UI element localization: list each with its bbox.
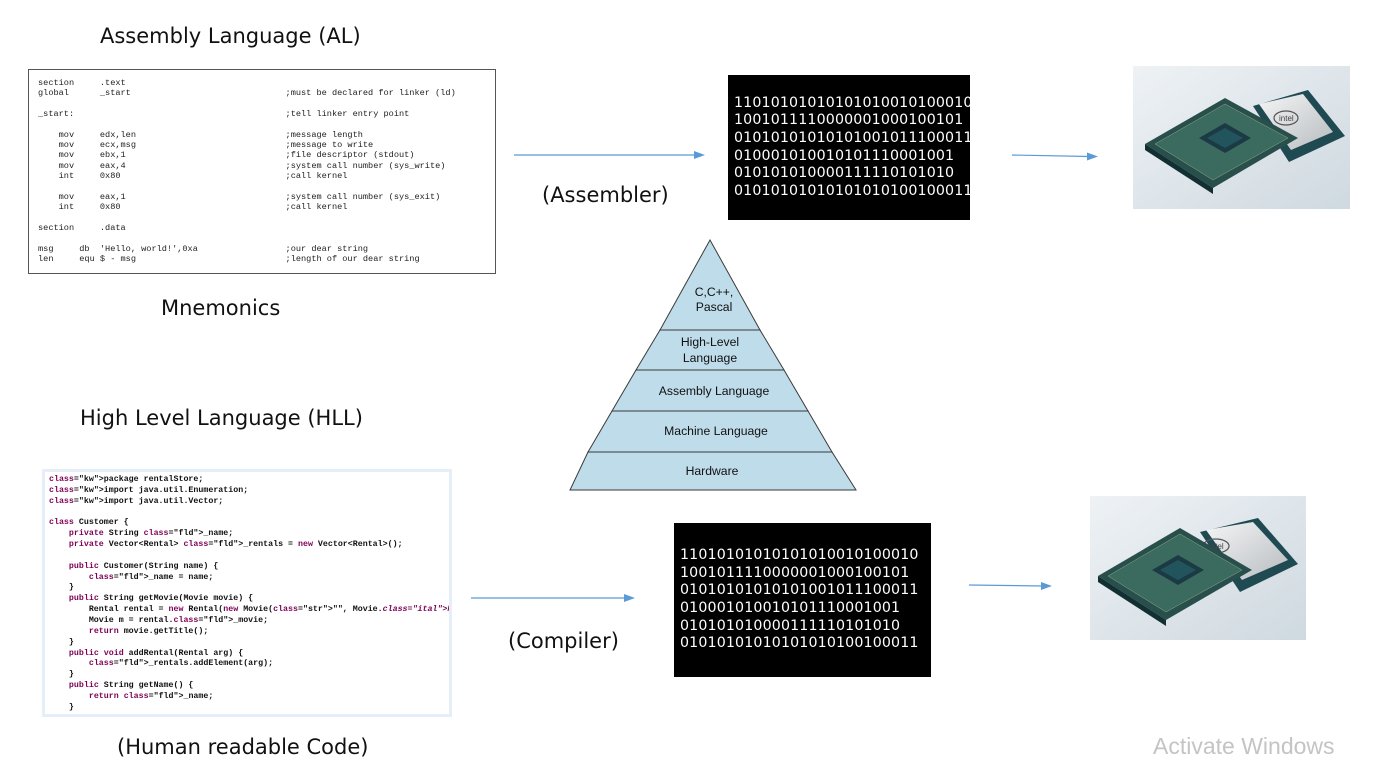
asm-code-line: section .data	[38, 222, 126, 233]
java-code-line: Movie m = rental.class="fld">_movie;	[49, 615, 269, 625]
pyramid-level-high-level-line2: Language	[683, 351, 737, 365]
java-code-line: }	[49, 670, 74, 680]
assembly-code-snippet: section .text global _start ;must be dec…	[28, 69, 496, 274]
pyramid-level-assembly: Assembly Language	[611, 369, 809, 412]
asm-code-line: section .text	[38, 78, 126, 88]
pyramid-level-machine-label: Machine Language	[664, 424, 768, 438]
asm-code-line: mov eax,1 ;system call number (sys_exit)	[38, 191, 441, 202]
binary-line: 1001011110000001000100101	[734, 112, 964, 129]
asm-code-line: mov eax,4 ;system call number (sys_write…	[38, 160, 446, 171]
cpu-chips-image: intel	[1090, 496, 1306, 640]
java-code-line: public String getName() {	[68, 681, 194, 691]
java-code-line: class Customer {	[49, 518, 129, 528]
asm-code-line: mov edx,len ;message length	[38, 129, 363, 140]
pyramid-level-hardware-label: Hardware	[686, 464, 739, 478]
java-code-line: }	[49, 637, 74, 647]
binary-line: 010001010010101110001001	[734, 147, 955, 164]
pyramid-level-languages: C,C++, Pascal	[659, 238, 761, 331]
cpu-chip-die	[1145, 98, 1298, 194]
binary-line: 010001010010101110001001	[680, 600, 901, 616]
java-code-line: private Vector<Rental> class="fld">_rent…	[68, 540, 403, 550]
cpu-chip-die	[1098, 528, 1252, 626]
cpu-chips-image: intel	[1133, 66, 1350, 209]
java-code-line: private String class="fld">_name;	[68, 529, 234, 539]
java-code-line: }	[49, 583, 74, 593]
binary-line: 010101010000111110101010	[680, 617, 901, 634]
language-level-pyramid: C,C++, Pascal High-Level Language Assemb…	[569, 238, 857, 491]
cpu-chip-intel: intel	[1200, 518, 1298, 592]
asm-code-line: int 0x80 ;call kernel	[38, 202, 348, 213]
java-code-line: class="fld">_rentals.addElement(arg);	[88, 659, 274, 669]
binary-line: 11010101010101010010100010	[734, 94, 973, 111]
pyramid-level-high-level-line1: High-Level	[681, 335, 739, 349]
human-readable-caption: (Human readable Code)	[117, 735, 369, 759]
asm-code-line: global _start ;must be declared for link…	[38, 88, 456, 99]
activate-windows-watermark: Activate Windows	[1153, 733, 1335, 759]
mnemonics-caption: Mnemonics	[161, 296, 281, 320]
asm-code-line: mov ecx,msg ;message to write	[38, 140, 374, 151]
java-code-line: Rental rental = new Rental(new Movie(cla…	[49, 605, 452, 615]
assembler-label: (Assembler)	[542, 183, 669, 207]
asm-code-line: len equ $ - msg ;length of our dear stri…	[38, 253, 420, 264]
high-level-language-title: High Level Language (HLL)	[80, 406, 363, 430]
java-code-line: class="fld">_name = name;	[88, 572, 214, 582]
cpu-brand-logo: intel	[1209, 542, 1224, 551]
java-code-line: class="kw">import java.util.Enumeration;	[49, 485, 249, 495]
arrow-binary-to-cpu-bottom	[968, 582, 1052, 590]
binary-line: 11010101010101010010100010	[680, 547, 919, 564]
arrow-java-to-binary	[471, 594, 635, 602]
java-code-line: public Customer(String name) {	[68, 561, 219, 571]
compiler-label: (Compiler)	[508, 629, 619, 653]
java-code-line: class="kw">package rentalStore;	[49, 475, 204, 484]
pyramid-level-machine: Machine Language	[587, 410, 833, 453]
assembly-code-text: section .text global _start ;must be dec…	[38, 78, 486, 264]
binary-line: 01010101010101010100100011	[680, 635, 919, 652]
asm-code-line: int 0x80 ;call kernel	[38, 171, 348, 182]
pyramid-level-languages-line1: C,C++,	[695, 285, 734, 299]
arrow-asm-to-binary	[514, 151, 705, 159]
binary-line: 010101010000111110101010	[734, 165, 955, 182]
pyramid-level-high-level: High-Level Language	[635, 329, 785, 371]
pyramid-level-languages-line2: Pascal	[696, 300, 733, 314]
assembly-language-title: Assembly Language (AL)	[100, 24, 361, 48]
java-code-line: public String getMovie(Movie movie) {	[68, 594, 254, 604]
asm-code-line: _start: ;tell linker entry point	[38, 109, 410, 120]
pyramid-level-hardware: Hardware	[569, 451, 857, 491]
java-code-snippet: class="kw">package rentalStore; class="k…	[42, 469, 452, 717]
cpu-brand-logo: intel	[1279, 114, 1294, 123]
pyramid-level-assembly-label: Assembly Language	[659, 384, 770, 398]
java-code-line: public void addRental(Rental arg) {	[68, 648, 244, 658]
java-code-line: return class="fld">_name;	[88, 691, 214, 701]
binary-line: 1001011110000001000100101	[680, 564, 910, 581]
java-code-line: class="kw">import java.util.Vector;	[49, 496, 224, 506]
java-code-text: class="kw">package rentalStore; class="k…	[49, 475, 449, 714]
binary-line: 01010101010101001011100011	[680, 582, 919, 599]
cpu-chip-intel: intel	[1253, 90, 1345, 162]
java-code-line: }	[49, 702, 74, 712]
arrow-binary-to-cpu-top	[1011, 152, 1098, 161]
asm-code-line: msg db 'Hello, world!',0xa ;our dear str…	[38, 243, 369, 254]
java-code-line: return movie.getTitle();	[88, 626, 209, 636]
asm-code-line: mov ebx,1 ;file descriptor (stdout)	[38, 150, 415, 161]
binary-line: 01010101010101010100100011	[734, 182, 973, 199]
binary-line: 01010101010101001011100011	[734, 129, 973, 146]
